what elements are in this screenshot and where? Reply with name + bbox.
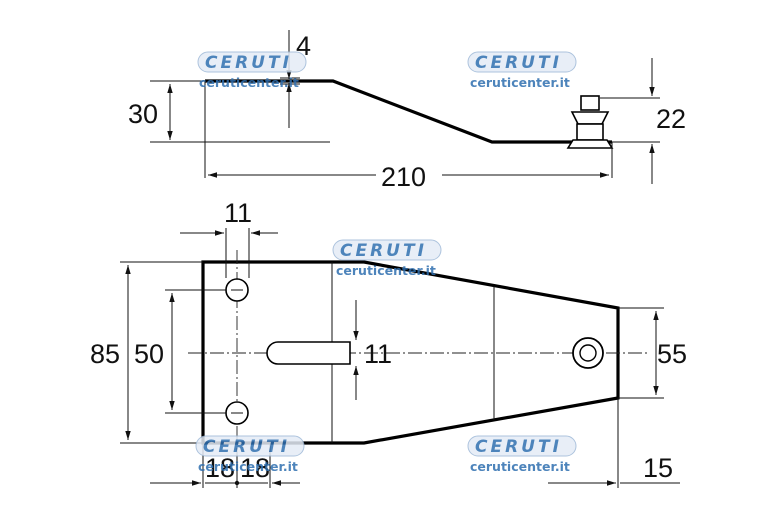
dim-end-offset-label: 15: [643, 453, 673, 483]
dim-left-b-label: 18: [240, 453, 270, 483]
dim-end-width-label: 55: [657, 339, 687, 369]
watermark-url: ceruticenter.it: [470, 459, 570, 474]
dim-total-width-label: 85: [90, 339, 120, 369]
watermark-url: ceruticenter.it: [336, 263, 436, 278]
stud-hole-inner: [579, 344, 597, 362]
dim-stud-label: 22: [656, 104, 686, 134]
dim-left-a-label: 18: [205, 453, 235, 483]
slot: [266, 341, 351, 365]
bracket-profile: [205, 79, 612, 144]
dim-height-label: 30: [128, 99, 158, 129]
watermark-3: CERUTI ceruticenter.it: [332, 239, 442, 278]
watermark-2: CERUTI ceruticenter.it: [467, 51, 577, 90]
dim-hole-spacing-label: 50: [134, 339, 164, 369]
watermark-1: CERUTI ceruticenter.it: [197, 51, 307, 90]
watermark-logo: CERUTI: [205, 53, 292, 73]
watermark-5: CERUTI ceruticenter.it: [467, 435, 577, 474]
stud-bolt: [566, 95, 614, 149]
plate-outline: [201, 260, 620, 445]
watermark-url: ceruticenter.it: [198, 459, 298, 474]
dim-slot-width-label: 11: [364, 339, 392, 369]
watermark-url: ceruticenter.it: [199, 75, 299, 90]
watermark-logo: CERUTI: [475, 437, 562, 457]
watermark-logo: CERUTI: [203, 437, 290, 457]
dim-length-label: 210: [381, 162, 426, 192]
watermark-logo: CERUTI: [340, 241, 427, 261]
watermark-url: ceruticenter.it: [470, 75, 570, 90]
watermark-logo: CERUTI: [475, 53, 562, 73]
watermark-4: CERUTI ceruticenter.it: [195, 435, 305, 474]
dim-hole-pitch-label: 11: [224, 198, 252, 228]
